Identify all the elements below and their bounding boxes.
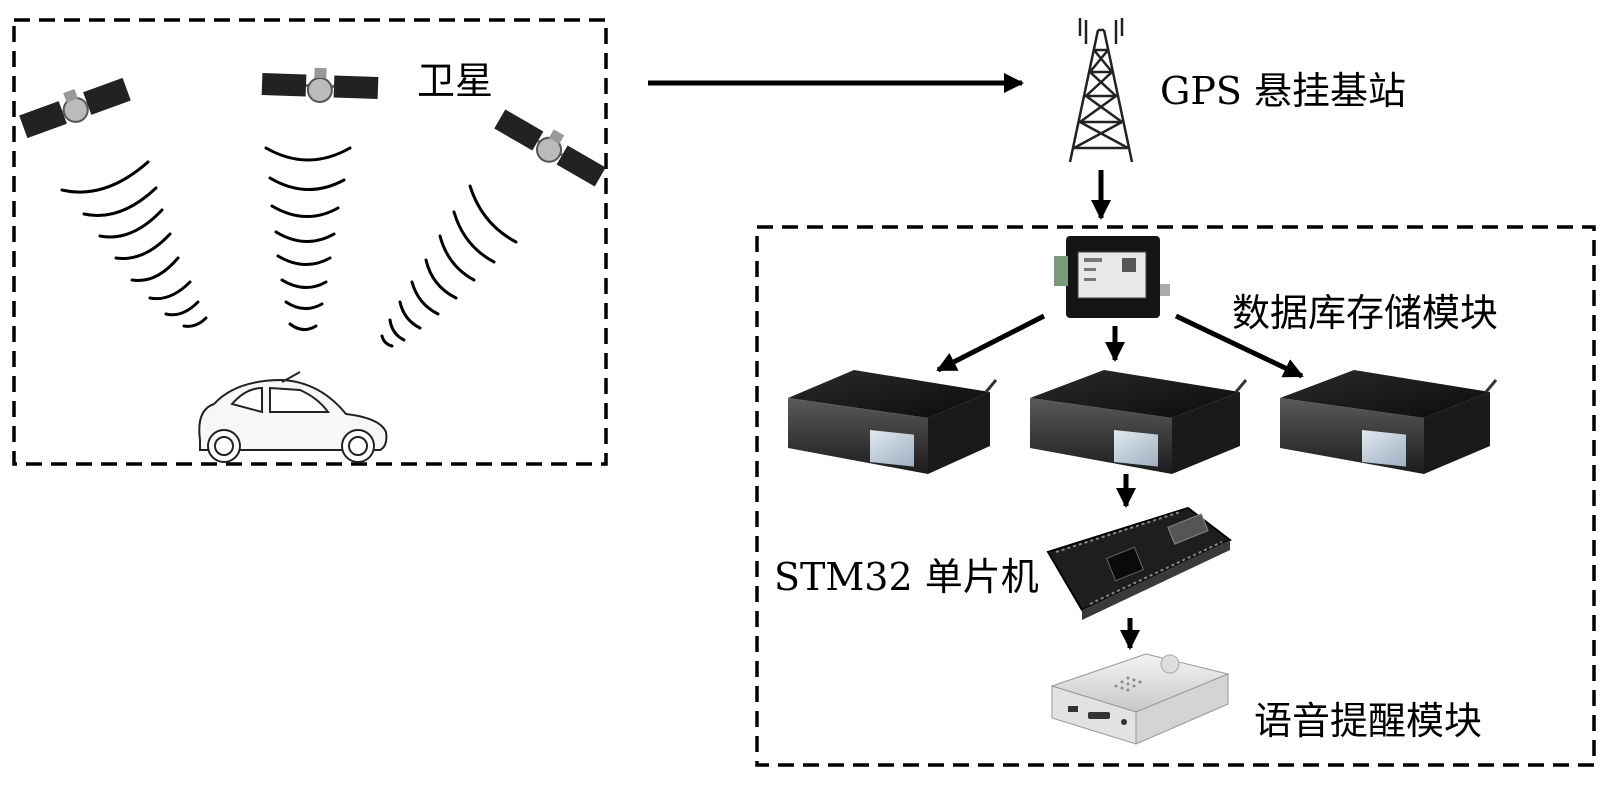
receiver-module-icon: [1054, 236, 1170, 318]
label-gps-base-station: GPS 悬挂基站: [1160, 69, 1407, 113]
label-database-storage-module: 数据库存储模块: [1232, 291, 1499, 335]
storage-device-icon: [1030, 370, 1248, 474]
satellite-icon: [261, 67, 379, 103]
storage-device-icon: [1280, 370, 1498, 474]
arrow-module-to-box-right: [1174, 313, 1304, 379]
stm32-board-icon: [1046, 506, 1232, 620]
signal-waves-left: [60, 160, 208, 328]
gps-tower-icon: [1068, 18, 1134, 163]
car-icon: [198, 371, 388, 463]
satellite-icon: [19, 77, 131, 139]
satellite-icon: [494, 109, 606, 187]
label-stm32-mcu: STM32 单片机: [774, 555, 1039, 599]
signal-waves-middle: [264, 146, 352, 331]
processing-group-frame: [755, 225, 1596, 767]
arrow-module-to-box-left: [936, 313, 1046, 373]
voice-module-icon: [1050, 653, 1230, 745]
label-satellite: 卫星: [417, 59, 494, 103]
storage-device-icon: [788, 370, 998, 474]
label-voice-reminder-module: 语音提醒模块: [1254, 699, 1483, 743]
satellite-group-frame: [12, 18, 608, 466]
signal-waves-right: [380, 184, 518, 348]
